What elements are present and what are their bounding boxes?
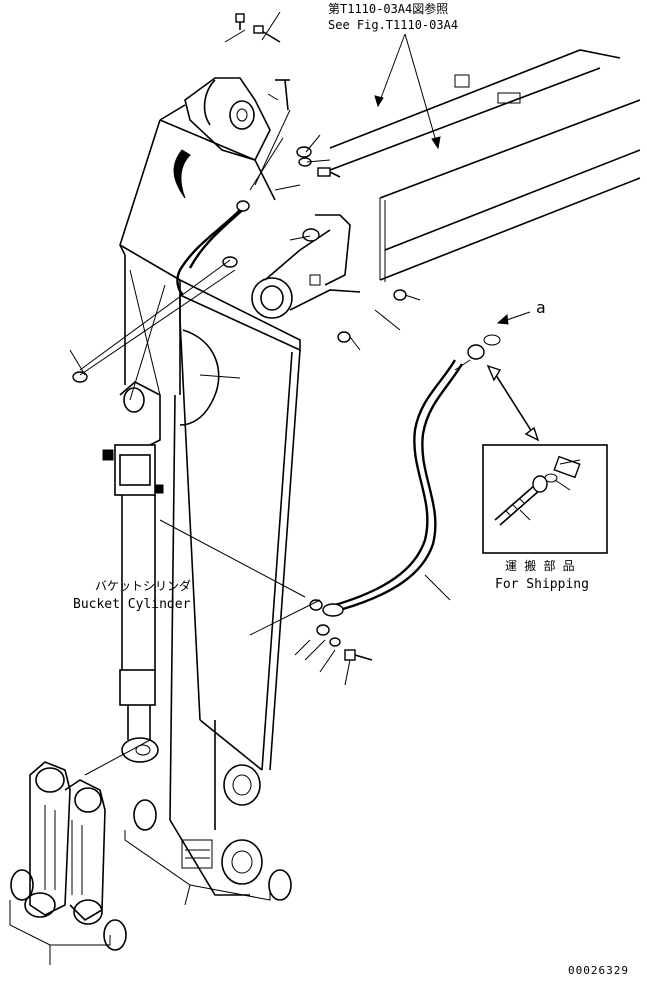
reference-figure-en: See Fig.T1110-03A4: [328, 18, 458, 32]
reference-figure-jp: 第T1110-03A4図参照: [328, 1, 448, 16]
drawing-number: 00026329: [568, 964, 629, 977]
view-a-indicator: a: [483, 298, 546, 346]
bucket-link: [24, 761, 106, 925]
reference-arrows: [374, 33, 441, 150]
arm-top-bracket: [184, 77, 271, 161]
shipping-parts-box: [482, 444, 608, 554]
fittings: [72, 13, 407, 661]
lower-hose: [322, 344, 485, 617]
leader-lines: [69, 11, 451, 776]
shims: [10, 799, 292, 951]
bucket-cylinder-label-en: Bucket Cylinder: [73, 597, 191, 612]
bottom-brackets: [9, 830, 271, 965]
shipping-arrow: [486, 364, 540, 442]
shipping-label-jp: 運 搬 部 品: [505, 558, 575, 573]
arm-lower-ends: [181, 764, 263, 885]
upper-hose: [176, 79, 291, 296]
bucket-cylinder-label-jp: バケットシリンダ: [95, 578, 191, 593]
arm-middle-pin-joint: [251, 214, 361, 319]
view-a-letter: a: [536, 298, 546, 317]
shipping-label-en: For Shipping: [495, 577, 589, 592]
bucket-cylinder: [102, 381, 164, 763]
boom-section: [329, 49, 641, 282]
arm-body: [119, 104, 301, 896]
